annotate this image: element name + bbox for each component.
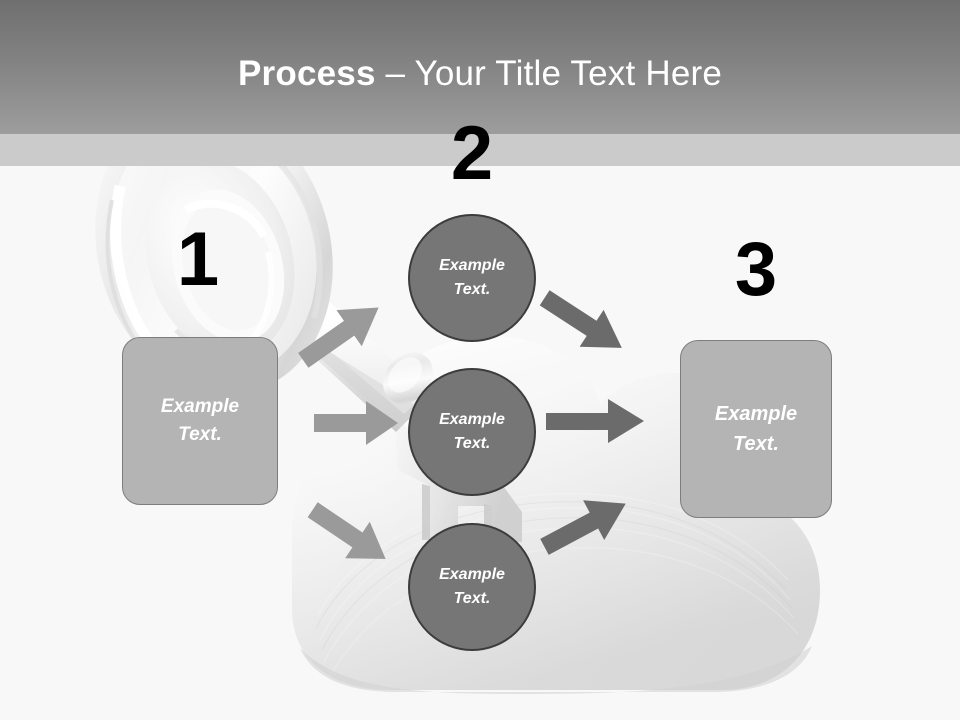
step-box-3[interactable]: Example Text. xyxy=(680,340,832,518)
header-substrip xyxy=(0,134,960,166)
arrow-circle-top-to-box3 xyxy=(539,290,622,348)
step-circle-top-line1: Example xyxy=(439,257,505,274)
step-circle-top-line2: Text. xyxy=(453,281,491,298)
step-box-3-line2: Text. xyxy=(733,433,779,455)
arrow-box1-to-circle-middle xyxy=(314,401,398,445)
step-circle-middle-line2: Text. xyxy=(453,435,491,452)
header-band xyxy=(0,0,960,134)
step-circle-bottom-line1: Example xyxy=(439,566,505,583)
arrow-circle-bottom-to-box3 xyxy=(540,500,626,555)
page-title-rest: Your Title Text Here xyxy=(414,54,722,93)
arrow-box1-to-circle-top xyxy=(298,307,379,368)
arrow-box1-to-circle-bottom xyxy=(307,502,386,559)
step-box-3-line1: Example xyxy=(714,403,798,425)
arrow-circle-middle-to-box3 xyxy=(546,399,644,443)
step-number-1: 1 xyxy=(176,217,220,302)
step-circle-bottom[interactable]: Example Text. xyxy=(408,523,536,651)
step-circle-top[interactable]: Example Text. xyxy=(408,214,536,342)
page-title: Process – Your Title Text Here xyxy=(0,53,960,95)
step-circle-bottom-line2: Text. xyxy=(453,590,491,607)
page-title-bold: Process xyxy=(238,54,376,93)
step-number-2: 2 xyxy=(450,111,494,196)
step-box-1-line1: Example xyxy=(160,396,240,417)
step-number-3: 3 xyxy=(734,227,778,312)
step-box-1-line2: Text. xyxy=(178,424,222,445)
key-bow xyxy=(95,102,333,394)
step-circle-middle[interactable]: Example Text. xyxy=(408,368,536,496)
step-circle-middle-line1: Example xyxy=(439,411,505,428)
step-box-1[interactable]: Example Text. xyxy=(122,337,278,505)
page-title-separator: – xyxy=(375,54,415,93)
